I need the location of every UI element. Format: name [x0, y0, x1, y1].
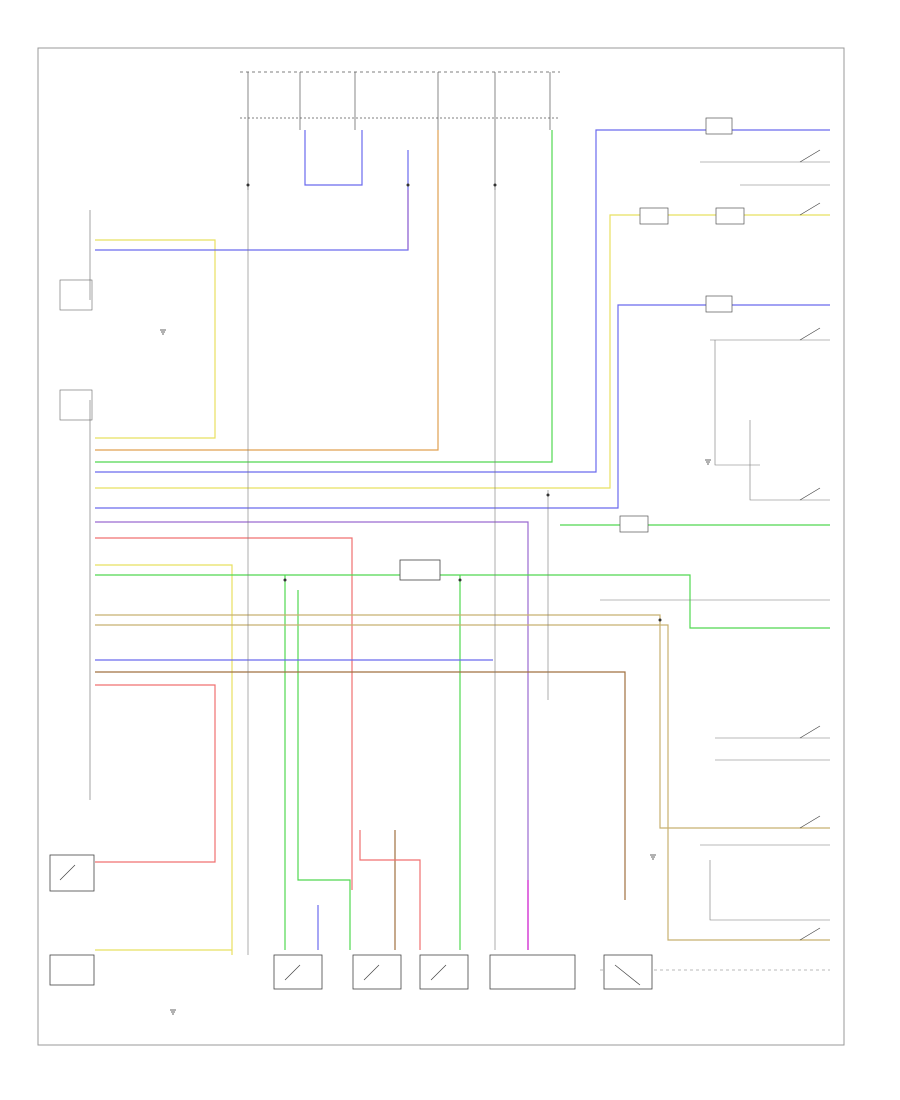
wire-yellow-mid — [95, 564, 233, 955]
component-box-3 — [419, 954, 469, 990]
ground-and-signal-wires — [247, 161, 830, 971]
wire-purple-center — [95, 521, 529, 950]
component-box-6 — [49, 854, 95, 892]
switch-symbols — [59, 149, 821, 986]
wire-runs — [95, 129, 830, 955]
wire-green-horizontal — [95, 574, 830, 629]
component-box-4 — [489, 954, 576, 990]
component-box-5 — [603, 954, 653, 990]
ground-symbols — [160, 329, 711, 1015]
wire-green-riser — [95, 130, 553, 463]
top-fuse-block — [240, 71, 560, 190]
bottom-components — [49, 559, 653, 990]
wire-blue-loop — [304, 130, 363, 186]
wire-tan-2 — [95, 624, 830, 941]
wire-blue-second — [95, 304, 830, 509]
wire-yellow-right — [95, 214, 830, 489]
right-switches — [619, 117, 745, 533]
component-box-2 — [352, 954, 402, 990]
wire-red-mid — [359, 830, 421, 950]
wire-red-lower — [95, 684, 216, 863]
component-box-7 — [49, 954, 95, 986]
wire-red-long — [95, 537, 353, 890]
junction-dots — [246, 183, 662, 622]
wire-green-branch-2 — [297, 590, 351, 950]
component-box-8 — [399, 559, 441, 581]
component-box-1 — [273, 954, 323, 990]
wire-brown — [95, 671, 626, 900]
wire-yellow-top — [95, 239, 216, 439]
wire-tan-1 — [95, 614, 830, 829]
wire-orange-riser — [95, 130, 439, 451]
diagram-frame — [37, 47, 845, 1046]
left-module-connector — [59, 210, 93, 800]
wire-blue-top — [95, 150, 409, 251]
